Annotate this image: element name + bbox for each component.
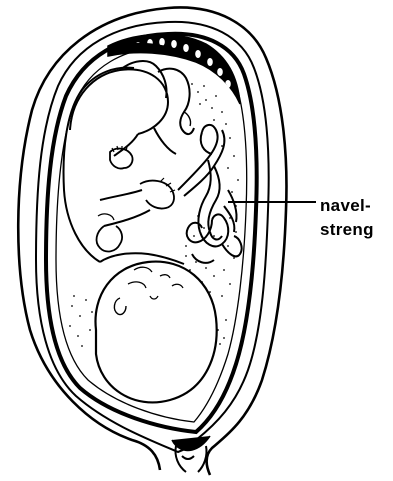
fetus-thigh [70,69,168,134]
label-line-2: streng [320,218,392,242]
fetus-head [95,262,216,403]
fetus-arm [100,190,150,226]
umbilical-cord [178,125,242,263]
fetus-hand-lower [97,226,123,251]
label-line-1: navel- [320,194,392,218]
umbilical-cord-label: navel- streng [320,194,392,242]
